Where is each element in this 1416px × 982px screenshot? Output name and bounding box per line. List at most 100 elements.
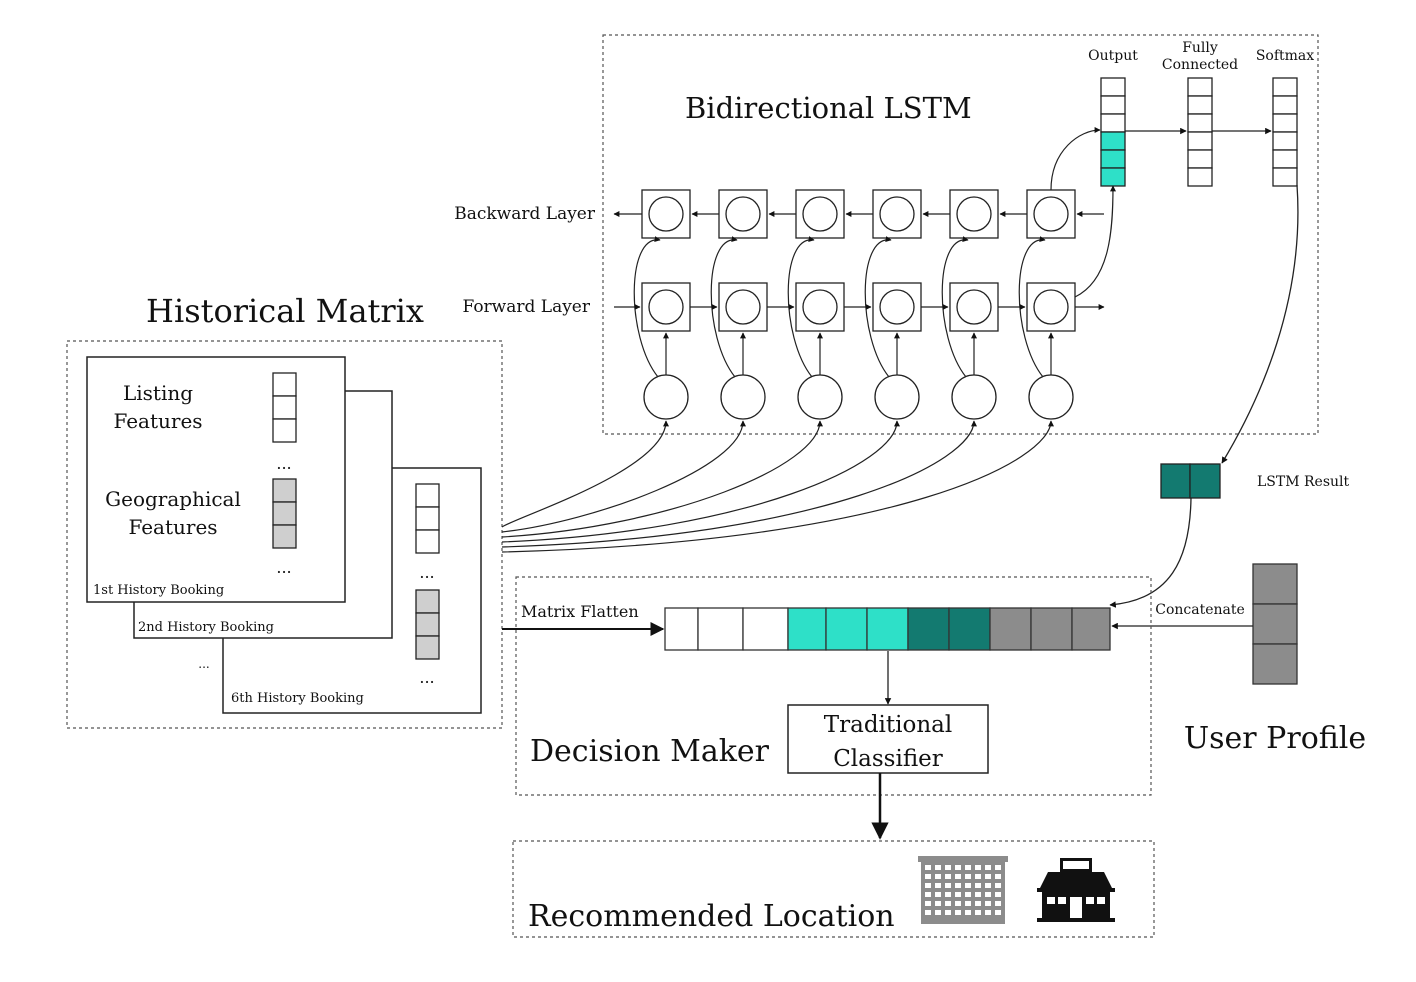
input-to-backward-arrow-2 [710,236,738,378]
bilstm-region [602,34,1319,435]
backward-node-5 [956,196,992,232]
backward-node-3 [802,196,838,232]
softmax-vector-cell-6 [1272,167,1298,187]
building-window [975,883,981,888]
matrix-to-input-curve-2 [501,420,746,533]
lstm-result-cell-2 [1189,463,1221,499]
flatten-cell-3 [742,607,789,651]
matrix-to-input-curve-6 [501,420,1054,553]
building-window [985,910,991,915]
fc-vector-cell-1 [1187,77,1213,97]
building-window [935,892,941,897]
input-to-backward-arrow-6 [1018,236,1046,378]
forward-node-5 [956,289,992,325]
input-node-1 [643,374,689,420]
matrix-to-input-curve-5 [501,420,977,548]
user-profile-cell-3 [1252,643,1298,685]
user-profile-cell-2 [1252,603,1298,645]
building-window [965,883,971,888]
softmax-vector-cell-4 [1272,131,1298,151]
backward-node-1 [648,196,684,232]
building-window [925,874,931,879]
geo-vector-1-cell-1 [272,478,297,503]
building-window [925,910,931,915]
building-window [935,883,941,888]
traditional-classifier-label-2: Classifier [833,746,943,772]
softmax-to-result-arrow [1221,184,1299,464]
building-window [945,865,951,870]
flatten-cell-6 [866,607,909,651]
ellipsis-3: ... [419,563,434,582]
flattened-vector [664,607,1111,651]
result-to-vector-arrow [1109,497,1192,608]
softmax-vector-cell-2 [1272,95,1298,115]
output-vector-cell-1 [1100,77,1126,97]
input-to-backward-arrow-3 [787,236,815,378]
geo-vector-6-cell-2 [415,612,440,637]
output-vector-cell-6 [1100,167,1126,187]
building-window [985,892,991,897]
building-window [945,910,951,915]
historical-matrix-region [66,340,503,729]
matrix-to-input-curve-1 [501,420,669,528]
output-vector-cell-3 [1100,113,1126,133]
forward-layer-label: Forward Layer [462,297,590,317]
output-vector-cell-5 [1100,149,1126,169]
matrix-to-lstm-curves [501,420,1054,553]
building-window [965,865,971,870]
house-icon [1037,858,1115,922]
building-window [955,892,961,897]
softmax-vector-cell-5 [1272,149,1298,169]
softmax-vector-cell-1 [1272,77,1298,97]
building-window [975,910,981,915]
building-window [995,892,1001,897]
forward-node-3 [802,289,838,325]
building-window [935,865,941,870]
building-window [995,865,1001,870]
geo-vector-1-cell-3 [272,524,297,549]
building-window [945,874,951,879]
building-window [965,874,971,879]
historical-matrix-title: Historical Matrix [146,292,424,330]
building-window [925,865,931,870]
flatten-cell-1 [664,607,699,651]
input-node-5 [951,374,997,420]
listing-vector-6-cell-3 [415,529,440,554]
fc-vector-cell-3 [1187,113,1213,133]
building-window [985,901,991,906]
fc-vector-cell-5 [1187,149,1213,169]
building-window [965,910,971,915]
fully-connected-label-1: Fully [1182,40,1218,56]
input-node-4 [874,374,920,420]
bilstm-title: Bidirectional LSTM [685,91,972,125]
backward-node-6 [1033,196,1069,232]
recommended-location-region [512,840,1155,938]
flatten-cell-2 [697,607,744,651]
booking-card-1 [86,356,346,603]
flatten-cell-11 [1071,607,1111,651]
feature-vectors [272,372,440,660]
input-node-6 [1028,374,1074,420]
softmax-label: Softmax [1256,48,1314,64]
output-vectors [1100,77,1298,187]
booking-1-label: 1st History Booking [93,583,224,598]
flatten-cell-4 [787,607,827,651]
flatten-cell-9 [989,607,1032,651]
input-node-3 [797,374,843,420]
concatenate-label: Concatenate [1155,602,1245,618]
ellipsis-1: ... [276,454,291,473]
fc-vector-cell-6 [1187,167,1213,187]
building-window [985,865,991,870]
building-window [955,883,961,888]
building-window [975,892,981,897]
decision-maker-region [515,576,1152,796]
ellipsis-4: ... [419,668,434,687]
building-window [965,901,971,906]
listing-vector-6-cell-2 [415,506,440,531]
input-to-backward-arrow-1 [633,236,661,378]
building-window [995,910,1001,915]
input-node-2 [720,374,766,420]
traditional-classifier-label-1: Traditional [824,712,952,738]
building-window [995,901,1001,906]
